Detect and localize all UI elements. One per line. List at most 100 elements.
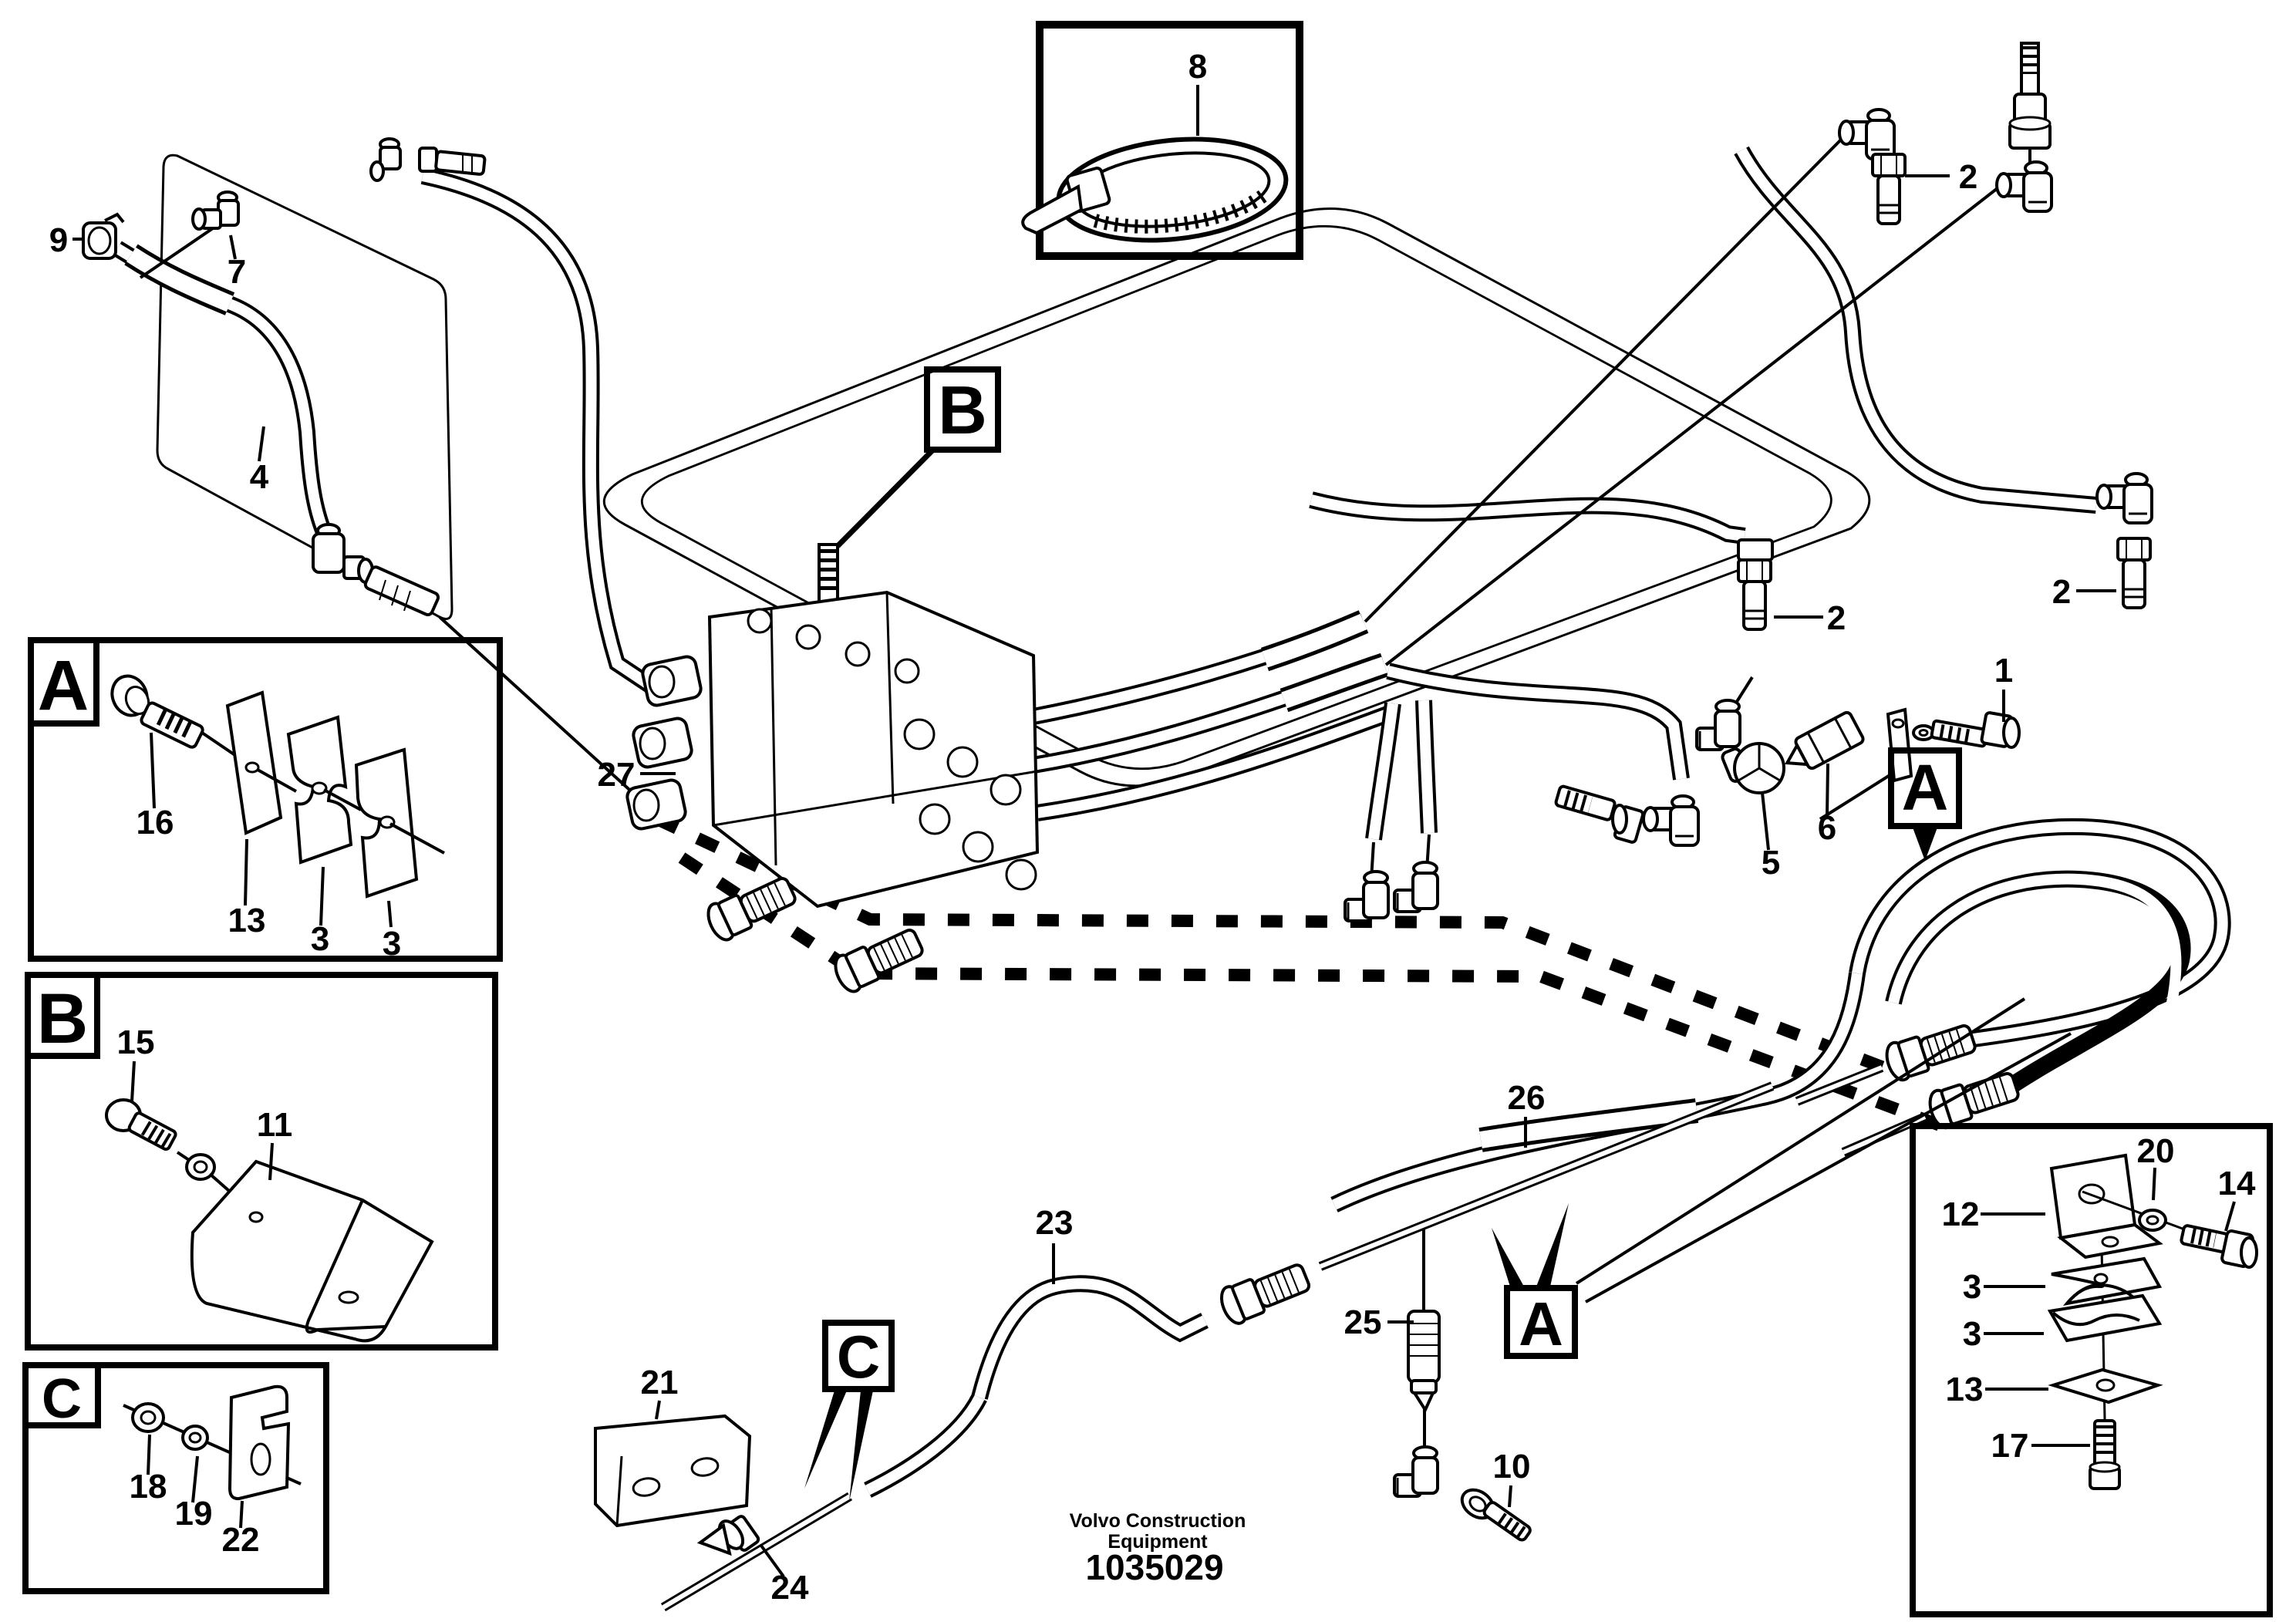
- cluster4-nipple-elbow: [1695, 538, 1774, 751]
- clamp-bolt-14: [2180, 1224, 2258, 1269]
- tubes: [139, 134, 2031, 1612]
- label-15: 15: [117, 1023, 155, 1061]
- label-3b2: 3: [1963, 1315, 1981, 1353]
- coupling-under-valve-2: [828, 922, 929, 997]
- clamp-bolt-17: [2089, 1419, 2121, 1490]
- label-2a: 2: [1959, 158, 1977, 196]
- label-3b: 3: [383, 925, 401, 963]
- detail-a-bolt-16: [110, 674, 247, 764]
- coupling-under-valve-1: [701, 870, 801, 946]
- detail-c-nut-18: [131, 1402, 165, 1433]
- ref-callouts: B A A C: [804, 366, 2072, 1502]
- label-11: 11: [257, 1106, 293, 1144]
- ref-a-right-letter: A: [1902, 751, 1949, 824]
- bolt-10: [1460, 1488, 1532, 1542]
- title-block: Volvo Construction Equipment 1035029: [1070, 1510, 1246, 1587]
- tube-to-cluster2: [1384, 187, 1999, 666]
- document-number: 1035029: [1085, 1547, 1223, 1587]
- label-23: 23: [1036, 1204, 1074, 1242]
- ref-a-bottom-letter: A: [1519, 1290, 1563, 1358]
- label-13: 13: [228, 902, 266, 939]
- panel-floor-outer: [602, 207, 1871, 787]
- cluster1-elbow-nipple: [1838, 108, 1907, 225]
- valve-block: [625, 543, 1040, 909]
- coupling-loop-2: [1923, 1065, 2023, 1133]
- label-22: 22: [222, 1521, 260, 1559]
- valve-port-nuts: [903, 718, 1037, 891]
- fitting-4-elbow-nipple: [312, 523, 440, 617]
- panel-floor-inner: [640, 224, 1832, 771]
- label-20: 20: [2137, 1132, 2175, 1170]
- label-14: 14: [2218, 1165, 2256, 1202]
- label-26: 26: [1508, 1079, 1546, 1117]
- ref-c-letter: C: [837, 1323, 880, 1391]
- brand-line-1: Volvo Construction: [1070, 1510, 1246, 1532]
- valve-body: [707, 590, 1040, 909]
- detail-c-letter: C: [42, 1368, 82, 1430]
- detail-c-clip-22: [228, 1384, 291, 1501]
- label-6: 6: [1818, 809, 1836, 847]
- valve-top-nuts: [747, 608, 920, 684]
- label-16: 16: [137, 804, 174, 841]
- tube-to-cluster1: [1364, 134, 1846, 623]
- cluster5-bolt-elbow: [1554, 784, 1700, 847]
- coupling-loop-1: [1880, 1017, 1980, 1085]
- label-3a: 3: [311, 920, 329, 958]
- clamp-detail-box: 12 20 14 3 3 13 17: [1910, 1123, 2273, 1617]
- detail-box-b: B 15 11: [25, 972, 498, 1351]
- ref-b-letter: B: [938, 372, 987, 448]
- label-21: 21: [641, 1364, 679, 1401]
- label-13b: 13: [1946, 1371, 1984, 1408]
- top-center-fittings: [369, 137, 487, 182]
- label-10: 10: [1493, 1448, 1531, 1485]
- label-7: 7: [228, 253, 246, 291]
- detail-b-bolt-15: [105, 1098, 250, 1209]
- label-2b: 2: [1827, 599, 1846, 637]
- clamp-bracket-12: [2049, 1153, 2190, 1259]
- label-12: 12: [1942, 1195, 1980, 1233]
- detail-box-c: C 18 19 22: [22, 1362, 329, 1594]
- part-labels: 9 7 4 27 2 2 2 1 5 6 26 25 23 21 24 10: [49, 158, 2116, 1607]
- hose-23: [971, 1275, 1209, 1400]
- y-cable-elbows: [1344, 861, 1439, 922]
- plug-5: [1721, 742, 1785, 794]
- hose-25-assembly: [1393, 1310, 1441, 1498]
- cluster2-stud-elbow: [1995, 42, 2053, 213]
- cable-tie: [1021, 137, 1289, 243]
- label-1: 1: [1994, 652, 2013, 690]
- dashed-line-2: [678, 852, 1944, 1132]
- label-24: 24: [771, 1569, 809, 1607]
- hose-left-arc: [420, 167, 669, 702]
- clamp-9: [82, 212, 125, 260]
- label-5: 5: [1762, 844, 1780, 882]
- label-8: 8: [1188, 48, 1207, 86]
- label-27: 27: [598, 756, 636, 794]
- dashed-line-1: [654, 813, 1898, 1078]
- fitting-7: [191, 191, 240, 231]
- hoses: [113, 146, 2231, 1498]
- detail-a-clamp-3a: [286, 715, 362, 865]
- clamp-half-3b: [2047, 1293, 2163, 1343]
- bracket-21: [594, 1414, 752, 1528]
- label-2c: 2: [2052, 573, 2071, 611]
- clamp-plate-13: [2048, 1367, 2163, 1404]
- detail-c-washer-19: [181, 1425, 209, 1451]
- label-25: 25: [1344, 1303, 1382, 1341]
- detail-box-a: A 16 13 3 3: [28, 637, 503, 963]
- cluster3-elbow-nipple: [2095, 472, 2153, 609]
- label-4: 4: [250, 458, 269, 496]
- detail-b-bracket-11: [190, 1159, 434, 1343]
- clamp-half-3a: [2051, 1256, 2163, 1306]
- label-18: 18: [130, 1468, 167, 1506]
- coupling-hose23: [1215, 1256, 1315, 1329]
- label-3a2: 3: [1963, 1268, 1981, 1306]
- label-17: 17: [1991, 1427, 2029, 1465]
- fitting-24: [696, 1515, 760, 1556]
- fitting-6: [1784, 710, 1865, 771]
- detail-a-letter: A: [38, 646, 89, 725]
- brand-line-2: Equipment: [1108, 1531, 1208, 1553]
- fittings: [82, 42, 2153, 1556]
- label-19: 19: [175, 1495, 213, 1533]
